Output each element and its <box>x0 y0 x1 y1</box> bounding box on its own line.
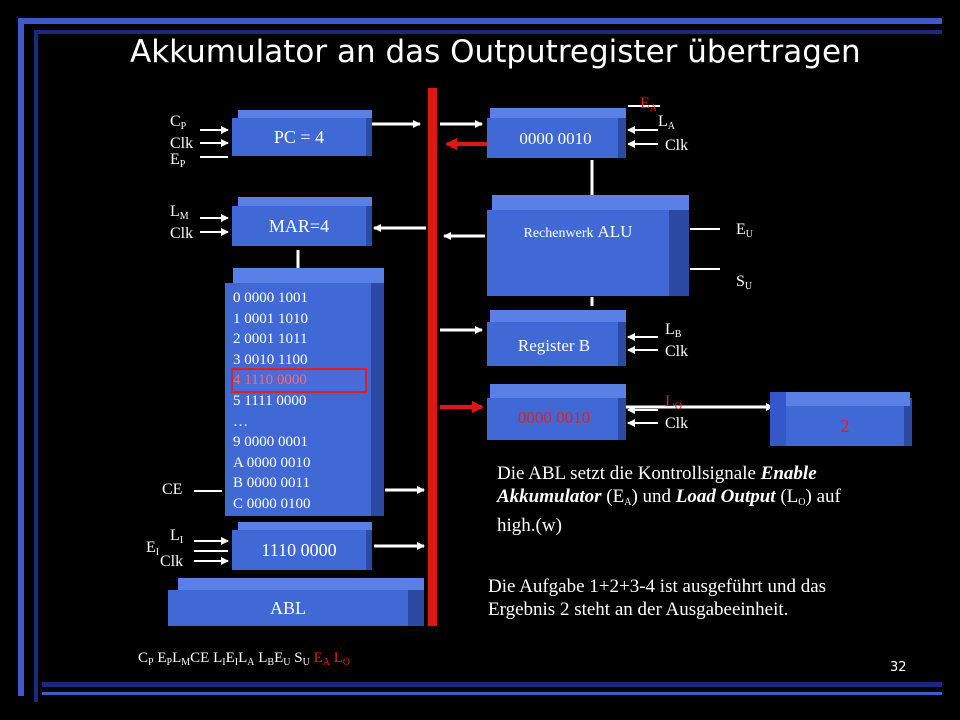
signal-ei: EI <box>146 539 160 559</box>
alu-top <box>492 195 689 210</box>
slide-title: Akkumulator an das Outputregister übertr… <box>130 34 861 70</box>
signal-li: LI <box>170 527 184 547</box>
memory-row: A 0000 0010 <box>233 454 311 471</box>
register-b-box: Register B <box>487 322 621 366</box>
mar-shade <box>366 197 372 246</box>
instruction-register-shade <box>366 522 372 570</box>
memory-row: 9 0000 0001 <box>233 434 308 451</box>
display-box: 2 <box>786 406 904 446</box>
signal-lb: LB <box>665 321 682 341</box>
signal-lm: LM <box>170 203 189 223</box>
signal-clk-mar: Clk <box>170 225 194 242</box>
memory-row: 1 0001 1010 <box>233 310 308 327</box>
memory-contents: 0 0000 1001 1 0001 1010 2 0001 1011 3 0010 … <box>231 288 367 515</box>
description-line-3: high.(w) <box>497 515 562 536</box>
signal-la: LA <box>658 113 676 133</box>
display-top <box>770 392 910 406</box>
abl-label: ABL <box>270 598 306 618</box>
program-counter-label: PC = 4 <box>273 127 325 147</box>
memory-row: B 0000 0011 <box>233 475 310 492</box>
signal-cp: CP <box>170 113 187 133</box>
signal-clk-out: Clk <box>665 415 689 432</box>
memory-row: 2 0001 1011 <box>233 331 308 348</box>
frame-bottom-bar-2 <box>42 692 942 695</box>
memory-box <box>225 283 371 516</box>
signal-clk-b: Clk <box>665 343 689 360</box>
register-b-label: Register B <box>517 336 591 355</box>
instruction-register-label: 1110 0000 <box>261 540 337 560</box>
description-line-2: Akkumulator (EA) und Load Output (LO) au… <box>497 486 841 508</box>
signal-ce: CE <box>162 481 183 498</box>
control-word: CP EPLMCE LIEILA LBEU SU EA LO <box>138 650 351 668</box>
central-bus <box>428 88 437 626</box>
accumulator-top <box>490 108 626 118</box>
instruction-register-box: 1110 0000 <box>232 530 366 570</box>
frame-bottom-bar <box>42 682 942 687</box>
mar-top <box>238 197 372 206</box>
memory-row: C 0000 0100 <box>233 495 311 512</box>
alu-label: Rechenwerk ALU <box>487 222 669 242</box>
signal-clk-pc: Clk <box>170 135 194 152</box>
signal-eu: EU <box>736 221 754 241</box>
alu-name: ALU <box>597 222 633 241</box>
output-register-shade <box>618 392 626 440</box>
description-line-1: Die ABL setzt die Kontrollsignale Enable <box>497 463 817 484</box>
frame-left-bar <box>18 18 24 696</box>
memory-row: 3 0010 1100 <box>233 351 308 368</box>
program-counter-shade <box>366 110 372 156</box>
page-number: 32 <box>890 660 907 675</box>
display-shade <box>904 398 912 446</box>
output-register-label: 0000 0010 <box>517 408 591 427</box>
display-value: 2 <box>840 416 850 436</box>
accumulator-label: 0000 0010 <box>519 129 592 148</box>
instruction-register-top <box>238 522 372 530</box>
description-block: Die ABL setzt die Kontrollsignale Enable… <box>497 462 937 537</box>
memory-row: … <box>233 413 248 430</box>
abl-top <box>178 578 424 590</box>
mar-label: MAR=4 <box>268 216 330 236</box>
program-counter-top <box>238 110 372 118</box>
result-line-2: Ergebnis 2 steht an der Ausgabeeinheit. <box>488 599 789 620</box>
memory-top <box>233 268 384 283</box>
signal-su: SU <box>736 273 753 293</box>
frame-inner-left <box>34 30 38 702</box>
result-block: Die Aufgabe 1+2+3-4 ist ausgeführt und d… <box>488 575 938 621</box>
output-register-box: 0000 0010 <box>487 398 621 440</box>
frame-top-bar <box>18 18 942 24</box>
program-counter-box: PC = 4 <box>232 118 366 156</box>
accumulator-box: 0000 0010 <box>487 118 624 158</box>
alu-prefix: Rechenwerk <box>523 226 594 241</box>
signal-clk-ir: Clk <box>160 553 184 570</box>
mar-box: MAR=4 <box>232 206 366 246</box>
signal-ea: EA <box>640 95 658 115</box>
result-line-1: Die Aufgabe 1+2+3-4 ist ausgeführt und d… <box>488 576 827 597</box>
abl-box: ABL <box>168 590 408 626</box>
register-b-top <box>490 310 626 322</box>
frame-inner-top <box>34 30 942 34</box>
accumulator-shade <box>618 112 626 158</box>
alu-shade <box>669 202 689 296</box>
memory-row: 4 1110 0000 <box>231 368 367 393</box>
output-register-top <box>490 384 626 398</box>
memory-row: 5 1111 0000 <box>233 392 307 409</box>
abl-shade <box>408 580 424 626</box>
memory-row: 0 0000 1001 <box>233 290 308 306</box>
signal-ep: EP <box>170 151 186 171</box>
memory-shade <box>371 270 384 516</box>
alu-box: Rechenwerk ALU <box>487 210 669 296</box>
display-left-shade <box>770 392 786 446</box>
signal-lo: LO <box>665 393 683 413</box>
signal-clk-acc: Clk <box>665 137 689 154</box>
register-b-shade <box>618 316 626 366</box>
